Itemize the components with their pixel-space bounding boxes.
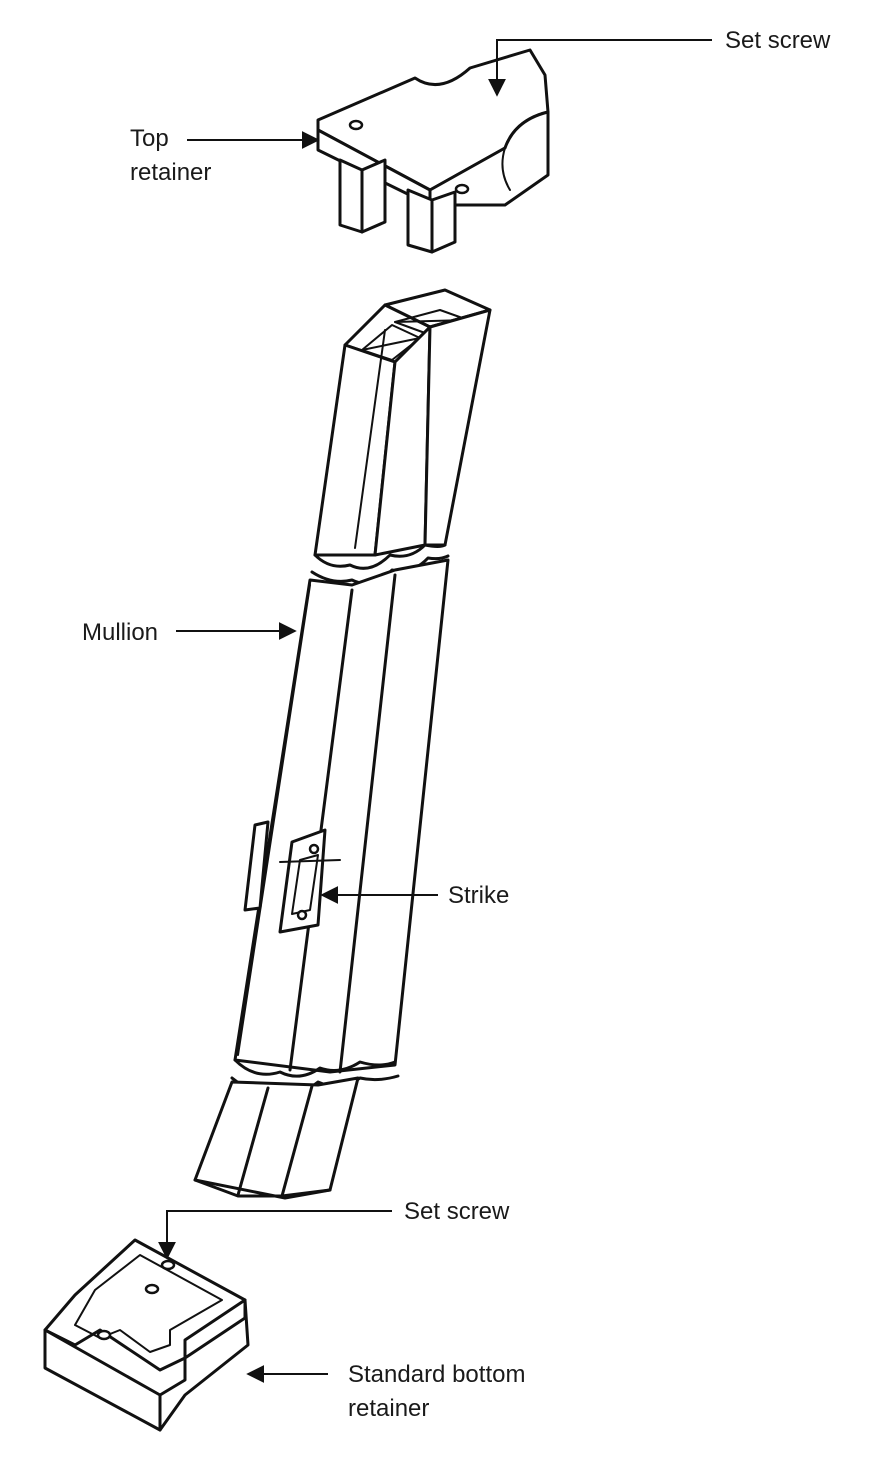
strike-label: Strike [448,882,509,909]
mullion-label: Mullion [82,619,158,646]
screw-hole-icon [160,1259,176,1271]
leader-lines [158,39,712,1383]
set-screw-bottom-arrow [158,1210,392,1260]
bottom-retainer-label-line2: retainer [348,1395,429,1422]
bottom-retainer-label-line1: Standard bottom [348,1361,525,1388]
strike-plate [278,828,341,934]
screw-hole-icon [348,119,364,131]
bottom-retainer-drawing [43,1238,250,1432]
screw-hole-icon [454,183,470,195]
top-retainer-label-line1: Top [130,125,169,152]
set-screw-top-arrow [488,39,712,97]
top-retainer-label-line2: retainer [130,159,211,186]
set-screw-bottom-label: Set screw [404,1198,510,1225]
screw-hole-icon [144,1283,160,1295]
top-retainer-drawing [316,48,550,254]
screw-hole-icon [96,1329,112,1341]
mullion-drawing [193,288,492,1200]
set-screw-top-label: Set screw [725,27,831,54]
